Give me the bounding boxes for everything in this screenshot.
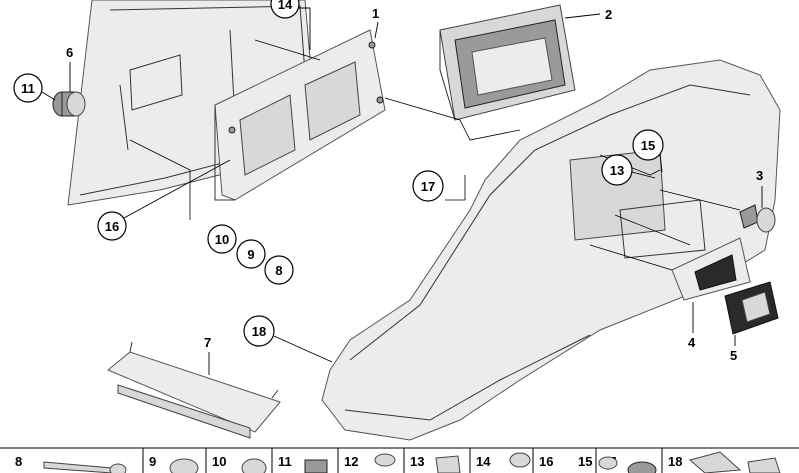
strip-part-10-nut xyxy=(241,458,267,473)
part-label-2: 2 xyxy=(564,7,612,22)
svg-text:6: 6 xyxy=(66,45,73,60)
callout-11: 11 xyxy=(13,73,56,103)
part-2-display xyxy=(439,4,576,121)
strip-part-14-screw xyxy=(509,452,531,468)
part-6-grommet xyxy=(52,91,86,117)
callout-14: 14 xyxy=(270,0,311,50)
part-4-switch-frame xyxy=(671,237,751,301)
strip-part-17-rivet xyxy=(627,461,657,473)
strip-part-18-clip xyxy=(688,451,742,473)
part-label-6: 6 xyxy=(66,45,73,92)
part-1-bracket xyxy=(214,29,386,201)
strip-part-13-clip xyxy=(435,455,461,473)
part-label-4: 4 xyxy=(688,302,696,350)
strip-label-12: 12 xyxy=(344,454,358,469)
strip-label-11: 11 xyxy=(278,454,292,469)
svg-text:5: 5 xyxy=(730,348,737,363)
svg-text:11: 11 xyxy=(21,81,35,96)
strip-label-14: 14 xyxy=(476,454,491,469)
svg-text:4: 4 xyxy=(688,335,696,350)
callout-10: 10 xyxy=(207,224,237,254)
strip-part-18-nut xyxy=(747,457,781,473)
svg-text:18: 18 xyxy=(252,324,266,339)
part-7-control-module xyxy=(107,341,281,439)
svg-text:17: 17 xyxy=(421,179,435,194)
svg-text:1: 1 xyxy=(372,6,379,21)
callout-18: 18 xyxy=(243,315,333,363)
svg-text:3: 3 xyxy=(756,168,763,183)
part-label-3: 3 xyxy=(756,168,763,208)
callout-9: 9 xyxy=(236,239,266,269)
strip-label-16: 16 xyxy=(539,454,553,469)
strip-part-15-screw xyxy=(598,456,618,470)
svg-text:16: 16 xyxy=(105,219,119,234)
part-label-7: 7 xyxy=(204,335,211,375)
assembly-lines xyxy=(129,39,741,271)
strip-label-15: 15 xyxy=(578,454,592,469)
svg-text:14: 14 xyxy=(278,0,293,12)
callout-15: 15 xyxy=(632,129,664,173)
callout-13: 13 xyxy=(601,154,656,186)
strip-part-8-bolt xyxy=(43,461,127,473)
part-label-1: 1 xyxy=(372,6,379,39)
center-console xyxy=(321,59,781,441)
part-label-5: 5 xyxy=(730,335,737,363)
callout-8: 8 xyxy=(264,255,294,285)
strip-label-10: 10 xyxy=(212,454,226,469)
strip-part-12-screw xyxy=(374,453,396,467)
strip-part-11-spacer xyxy=(304,459,328,473)
strip-label-13: 13 xyxy=(410,454,424,469)
strip-part-9-washer xyxy=(169,458,199,473)
svg-text:13: 13 xyxy=(610,163,624,178)
part-3-clip xyxy=(739,204,776,233)
strip-label-9: 9 xyxy=(149,454,156,469)
svg-text:10: 10 xyxy=(215,232,229,247)
small-parts-strip: 8 9 10 11 12 13 14 16 15 17 18 xyxy=(0,447,799,473)
svg-text:8: 8 xyxy=(275,263,282,278)
strip-label-18: 18 xyxy=(668,454,682,469)
svg-text:2: 2 xyxy=(605,7,612,22)
svg-text:7: 7 xyxy=(204,335,211,350)
svg-text:9: 9 xyxy=(247,247,254,262)
callout-16: 16 xyxy=(97,159,231,241)
part-5-switch xyxy=(724,281,779,335)
svg-text:15: 15 xyxy=(641,138,655,153)
callout-17: 17 xyxy=(412,170,444,202)
strip-label-8: 8 xyxy=(15,454,22,469)
